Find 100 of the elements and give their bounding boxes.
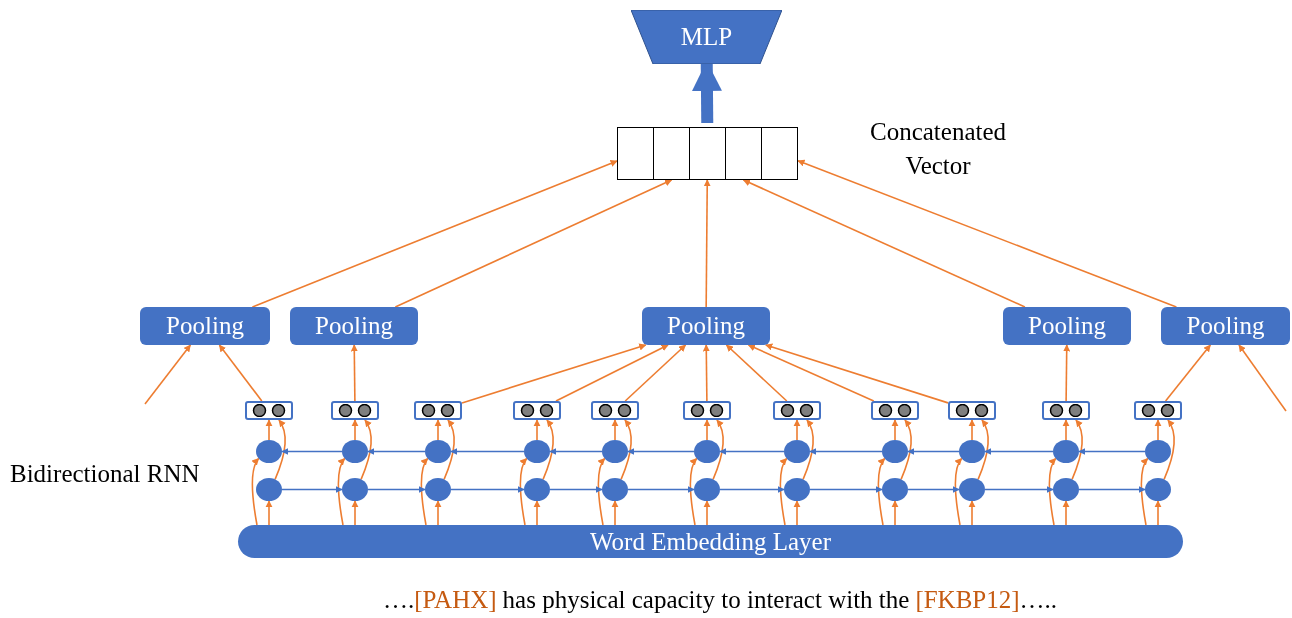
rnn-unit-circle xyxy=(694,440,720,463)
arrow xyxy=(689,457,698,526)
arrow xyxy=(793,419,801,441)
embedding-layer-bar: Word Embedding Layer xyxy=(238,525,1183,558)
vector-cell xyxy=(689,127,726,180)
arrow xyxy=(719,447,785,456)
pooling-box: Pooling xyxy=(290,307,418,345)
rnn-unit-circle xyxy=(784,478,810,501)
rnn-unit-circle xyxy=(425,440,451,463)
arrow xyxy=(337,457,346,526)
hidden-state-box xyxy=(1042,401,1090,420)
arrow xyxy=(1140,457,1149,526)
arrow xyxy=(251,457,260,526)
rnn-unit-circle xyxy=(959,478,985,501)
arrow xyxy=(542,419,554,481)
rnn-unit-circle xyxy=(882,478,908,501)
arrow xyxy=(351,500,359,526)
rnn-unit-circle xyxy=(1053,440,1079,463)
arrow xyxy=(519,457,528,526)
arrow xyxy=(765,343,949,404)
arrow xyxy=(793,500,801,526)
arrow xyxy=(274,419,286,481)
arrow xyxy=(1071,419,1083,481)
hidden-state-box xyxy=(591,401,639,420)
arrow xyxy=(281,447,343,456)
arrow xyxy=(461,343,647,404)
vector-cell xyxy=(653,127,690,180)
arrow xyxy=(367,447,426,456)
rnn-unit-circle xyxy=(1145,440,1171,463)
rnn-unit-circle xyxy=(959,440,985,463)
arrow xyxy=(555,344,669,402)
vector-caption: Concatenated Vector xyxy=(868,117,1008,181)
arrow xyxy=(891,419,899,441)
hidden-state-box xyxy=(1134,401,1182,420)
rnn-unit-circle xyxy=(524,440,550,463)
arrow xyxy=(597,457,606,526)
arrow xyxy=(712,419,724,481)
arrow xyxy=(251,160,618,308)
arrow xyxy=(703,179,711,308)
rnn-unit-circle xyxy=(784,440,810,463)
arrow xyxy=(627,485,695,494)
concatenated-vector xyxy=(617,127,798,180)
arrow xyxy=(450,485,525,494)
arrow xyxy=(420,457,429,526)
arrow xyxy=(394,179,673,308)
rnn-unit-circle xyxy=(256,440,282,463)
arrow xyxy=(1164,344,1212,402)
arrow xyxy=(434,500,442,526)
rnn-unit-circle xyxy=(1053,478,1079,501)
arrow xyxy=(611,500,619,526)
arrow xyxy=(627,447,695,456)
vector-cell xyxy=(617,127,654,180)
hidden-state-box xyxy=(773,401,821,420)
arrow xyxy=(1063,344,1071,402)
arrow xyxy=(533,419,541,441)
hidden-state-box xyxy=(245,401,293,420)
arrow xyxy=(351,419,359,441)
hidden-state-box xyxy=(414,401,462,420)
arrow xyxy=(450,447,525,456)
pooling-box: Pooling xyxy=(642,307,770,345)
arrow xyxy=(1062,419,1070,441)
arrow xyxy=(747,344,875,402)
arrow xyxy=(624,344,687,402)
arrow xyxy=(1154,419,1162,441)
arrow xyxy=(533,500,541,526)
rnn-unit-circle xyxy=(1145,478,1171,501)
arrow xyxy=(144,344,192,405)
arrow xyxy=(907,447,960,456)
sentence-text: ….[PAHX] has physical capacity to interact with the [FKBP12]….. xyxy=(381,586,1059,614)
arrow xyxy=(797,159,1178,308)
arrow xyxy=(1048,457,1057,526)
pooling-box: Pooling xyxy=(1161,307,1290,345)
rnn-unit-circle xyxy=(694,478,720,501)
arrow xyxy=(703,500,711,526)
arrow xyxy=(900,419,912,481)
arrow xyxy=(265,500,273,526)
rnn-unit-circle xyxy=(882,440,908,463)
arrow xyxy=(977,419,989,481)
arrow xyxy=(549,447,603,456)
arrow xyxy=(611,419,619,441)
arrow xyxy=(1163,419,1175,481)
pooling-box: Pooling xyxy=(1003,307,1131,345)
rnn-unit-circle xyxy=(602,440,628,463)
rnn-unit-circle xyxy=(342,478,368,501)
arrow xyxy=(281,485,343,494)
rnn-unit-circle xyxy=(524,478,550,501)
arrow xyxy=(719,485,785,494)
arrow xyxy=(968,419,976,441)
arrow xyxy=(1154,500,1162,526)
vector-cell xyxy=(761,127,798,180)
arrow xyxy=(265,419,273,441)
arrow xyxy=(367,485,426,494)
arrow xyxy=(742,179,1026,308)
arrow xyxy=(725,344,788,402)
arrow xyxy=(802,419,814,481)
rnn-unit-circle xyxy=(425,478,451,501)
arrow xyxy=(968,500,976,526)
arrow xyxy=(809,485,883,494)
arrow xyxy=(891,500,899,526)
arrow xyxy=(954,457,963,526)
